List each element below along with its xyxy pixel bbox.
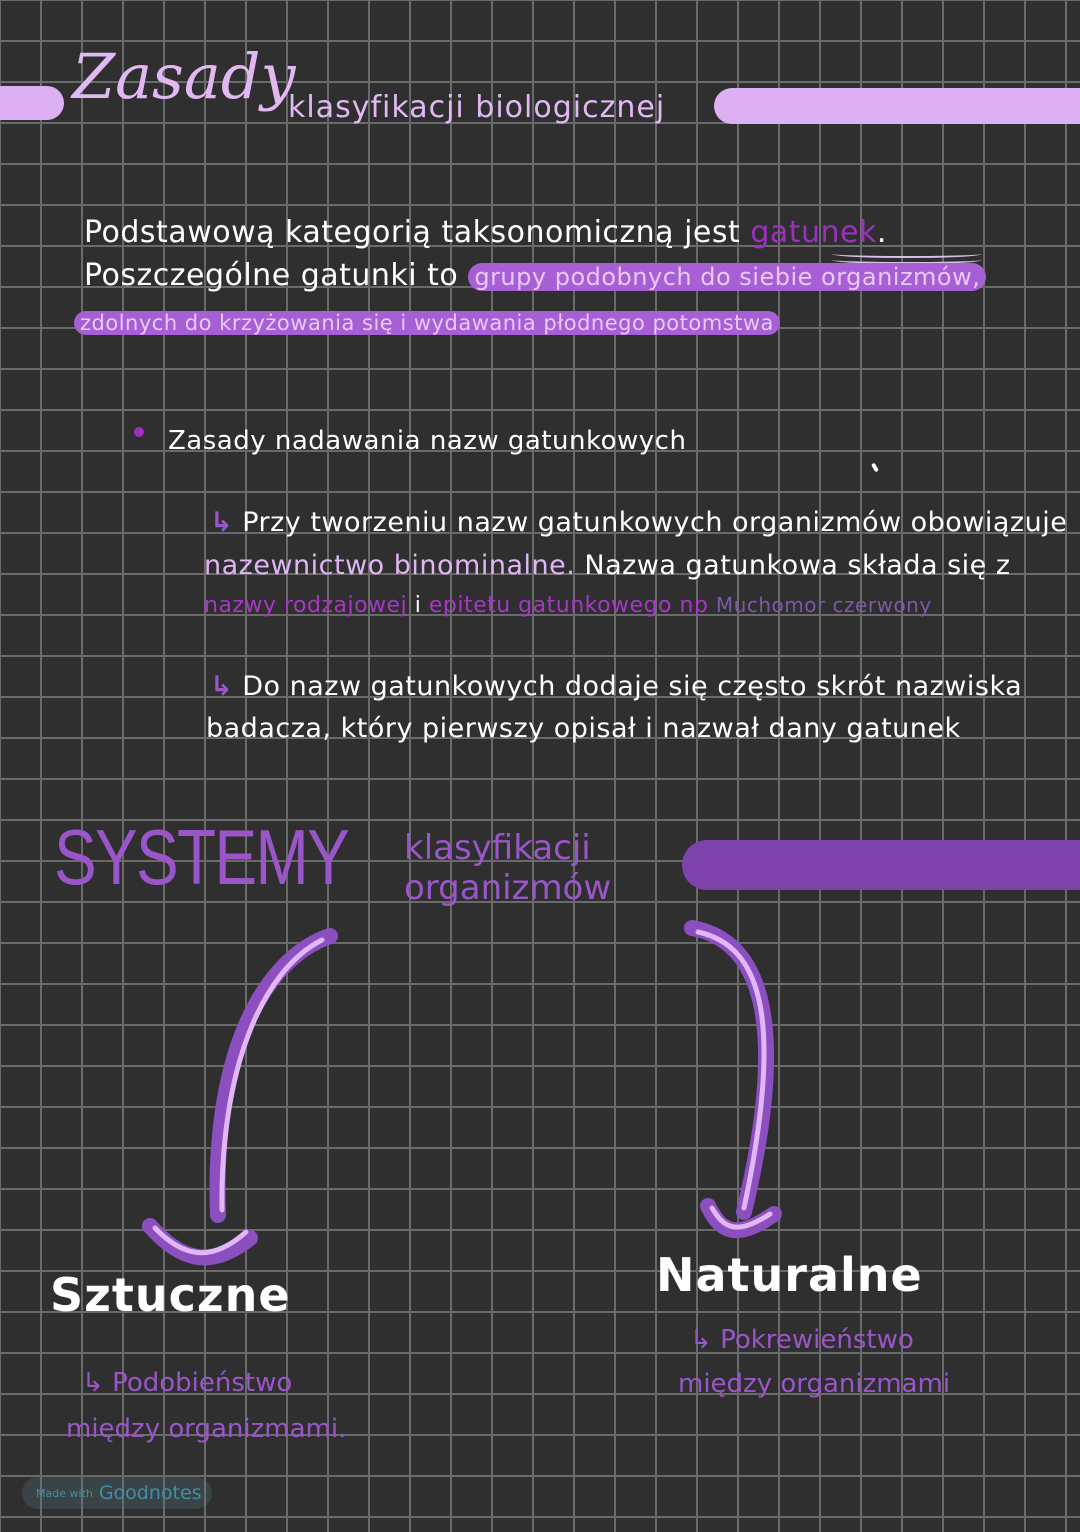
point1-line-1: ↳ Przy tworzeniu nazw gatunkowych organi…	[210, 502, 1067, 544]
branch-natural-title: Naturalne	[656, 1248, 923, 1302]
term-binominal: nazewnictwo binominalne.	[204, 550, 576, 581]
return-arrow-icon: ↳	[210, 507, 234, 538]
page-title: Zasady	[72, 46, 296, 108]
return-arrow-icon: ↳	[210, 671, 234, 702]
systems-sub: klasyfikacji organizmów	[404, 828, 611, 908]
systems-heading: SYSTEMY	[54, 813, 350, 901]
title-main: Zasady	[72, 40, 296, 113]
branch-artificial-title: Sztuczne	[50, 1268, 291, 1322]
intro-line-3: zdolnych do krzyżowania się i wydawania …	[74, 300, 780, 344]
title-bar-right	[714, 88, 1080, 124]
keyword-gatunek: gatunek	[750, 215, 877, 250]
intro-line2-prefix: Poszczególne gatunki to	[84, 258, 459, 293]
point2-line1-text: Do nazw gatunkowych dodaje się często sk…	[242, 671, 1023, 702]
point1-line2-rest: Nazwa gatunkowa składa się z	[584, 550, 1011, 581]
return-arrow-icon: ↳	[82, 1368, 104, 1398]
naming-heading: Zasady nadawania nazw gatunkowych	[168, 426, 687, 456]
branch-artificial-desc: ↳ Podobieństwo między organizmami.	[66, 1360, 346, 1452]
intro-line-2: Poszczególne gatunki to grupy podobnych …	[84, 255, 987, 298]
intro-line1-suffix: .	[876, 215, 887, 250]
point1-line1-text: Przy tworzeniu nazw gatunkowych organizm…	[242, 507, 1068, 538]
watermark-brand: Goodnotes	[98, 1482, 202, 1504]
branch-artificial-desc-line2: między organizmami.	[66, 1414, 347, 1444]
systems-sub-line2: organizmów	[404, 868, 612, 908]
systems-sub-line1: klasyfikacji	[404, 828, 591, 868]
conjunction-i: i	[414, 593, 422, 618]
point2-line-1: ↳ Do nazw gatunkowych dodaje się często …	[210, 666, 1022, 708]
point2-line-2: badacza, który pierwszy opisał i nazwał …	[206, 713, 961, 744]
intro-line-1: Podstawową kategorią taksonomiczną jest …	[84, 212, 887, 254]
highlight-definition-1: grupy podobnych do siebie organizmów,	[468, 263, 987, 291]
intro-line1-prefix: Podstawową kategorią taksonomiczną jest	[84, 215, 741, 250]
goodnotes-watermark: Made with Goodnotes	[22, 1477, 212, 1509]
bullet-dot	[134, 427, 144, 437]
example-species: Muchomor czerwony	[715, 593, 932, 617]
branch-artificial-desc-line1: ↳ Podobieństwo	[82, 1368, 293, 1398]
watermark-prefix: Made with	[36, 1486, 93, 1500]
branch-natural-desc-line1: ↳ Pokrewieństwo	[690, 1325, 914, 1355]
branch-natural-desc-line2: między organizmami	[678, 1369, 951, 1399]
title-bar-left	[0, 86, 64, 120]
term-genus-name: nazwy rodzajowej	[204, 593, 408, 618]
return-arrow-icon: ↳	[690, 1325, 712, 1355]
point1-line-3: nazwy rodzajowej i epitetu gatunkowego n…	[204, 590, 932, 621]
highlight-definition-2: zdolnych do krzyżowania się i wydawania …	[74, 311, 780, 335]
term-species-epithet: epitetu gatunkowego np	[428, 593, 709, 618]
point1-line-2: nazewnictwo binominalne. Nazwa gatunkowa…	[204, 545, 1011, 587]
title-sub: klasyfikacji biologicznej	[288, 90, 666, 125]
branch-natural-desc: ↳ Pokrewieństwo między organizmami	[678, 1318, 950, 1406]
systems-bar	[682, 840, 1080, 890]
